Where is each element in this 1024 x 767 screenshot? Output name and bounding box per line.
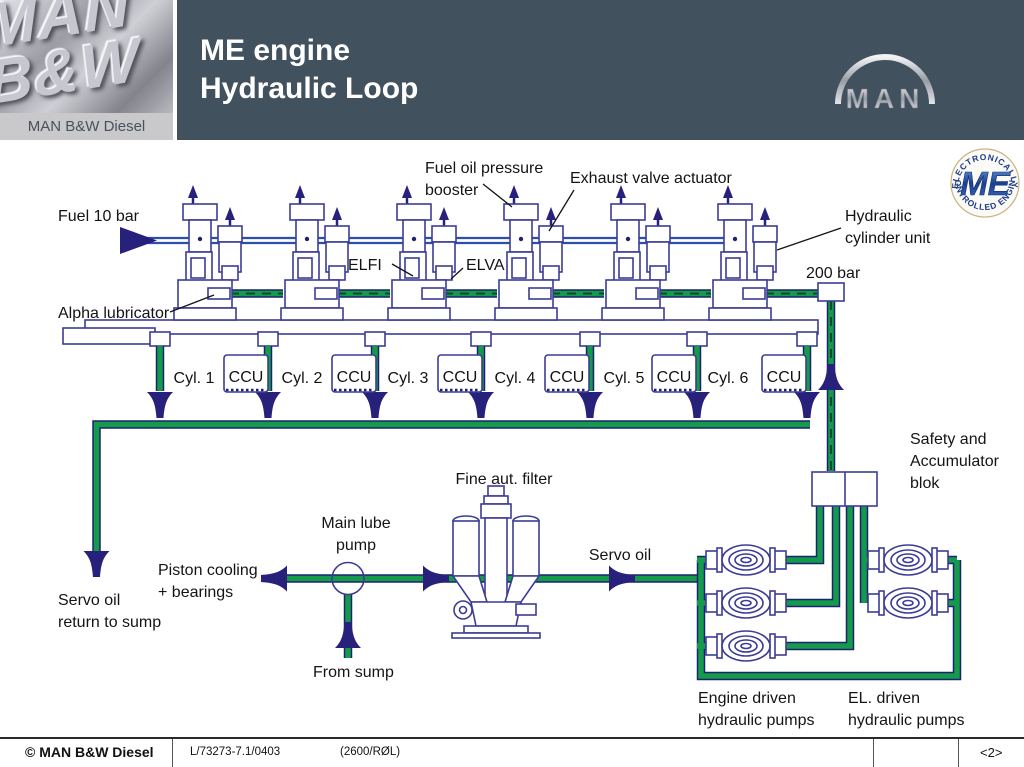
label-cyl-3: Cyl. 3 xyxy=(388,370,429,387)
label-servo-return-2: return to sump xyxy=(58,614,161,631)
el-driven-pump-1 xyxy=(867,544,949,576)
badge-me-text: ME xyxy=(960,165,1010,202)
fine-filter-symbol xyxy=(451,485,541,639)
hydraulic-cylinder-unit-4 xyxy=(493,183,565,322)
footer-doc-id: L/73273-7.1/0403 xyxy=(190,746,281,758)
label-main-lube-2: pump xyxy=(336,537,376,554)
ccu-boxes: CCU CCU CCU CCU CCU CCU xyxy=(223,354,807,393)
label-main-lube-1: Main lube xyxy=(321,515,390,532)
label-booster-2: booster xyxy=(425,182,479,199)
title-line-1: ME engine xyxy=(200,34,351,67)
piston-cooling-arrow xyxy=(261,565,287,592)
label-200-bar: 200 bar xyxy=(806,265,861,282)
diagram-area: CCU CCU CCU CCU CCU CCU Cyl. 1 Cyl. 2 Cy… xyxy=(0,132,1024,737)
label-servo-oil: Servo oil xyxy=(589,547,651,564)
ccu-box-5: CCU xyxy=(651,354,697,393)
fuel-arrow xyxy=(120,227,157,254)
label-cyl-6: Cyl. 6 xyxy=(708,370,749,387)
label-safety-2: Accumulator xyxy=(910,453,1000,470)
pressure-200bar-line xyxy=(230,289,836,471)
main-lube-pump-symbol xyxy=(331,561,365,596)
label-cyl-5: Cyl. 5 xyxy=(604,370,645,387)
label-el-driven-2: hydraulic pumps xyxy=(848,712,965,729)
header-divider xyxy=(173,0,177,140)
label-hcu-1: Hydraulic xyxy=(845,208,912,225)
drop-arrows xyxy=(147,392,820,418)
man-logo-text: MAN xyxy=(846,83,925,114)
label-elfi: ELFI xyxy=(348,257,382,274)
servo-flow-arrow-1 xyxy=(423,565,449,592)
ccu-label-6: CCU xyxy=(767,369,802,386)
footer-page-number: <2> xyxy=(980,745,1003,760)
ccu-box-3: CCU xyxy=(437,354,483,393)
hydraulic-cylinder-unit-3 xyxy=(386,183,458,322)
engine-driven-pump-1 xyxy=(705,544,787,576)
label-piston-cooling-2: + bearings xyxy=(158,584,233,601)
label-from-sump: From sump xyxy=(313,664,394,681)
pipe-elbow-box xyxy=(817,282,845,302)
ccu-label-1: CCU xyxy=(229,369,264,386)
footer-divider-3 xyxy=(958,739,959,767)
el-driven-pump-2 xyxy=(867,587,949,619)
slide-title: ME engine Hydraulic Loop xyxy=(200,32,418,108)
label-hcu-2: cylinder unit xyxy=(845,230,931,247)
footer-ref: (2600/RØL) xyxy=(340,746,401,758)
ccu-box-6: CCU xyxy=(761,354,807,393)
from-sump-arrow xyxy=(335,622,361,648)
hydraulic-cylinder-unit-1 xyxy=(172,183,244,322)
hydraulic-loop-diagram: CCU CCU CCU CCU CCU CCU Cyl. 1 Cyl. 2 Cy… xyxy=(0,132,1020,729)
label-booster-1: Fuel oil pressure xyxy=(425,160,543,177)
label-engine-driven-1: Engine driven xyxy=(698,690,796,707)
label-fuel-10-bar: Fuel 10 bar xyxy=(58,208,140,225)
label-safety-3: blok xyxy=(910,475,940,492)
engine-driven-pump-3 xyxy=(705,630,787,662)
footer-divider-1 xyxy=(172,739,173,767)
label-el-driven-1: EL. driven xyxy=(848,690,920,707)
main-return-line xyxy=(83,420,810,577)
slide-footer: © MAN B&W Diesel L/73273-7.1/0403 (2600/… xyxy=(0,737,1024,767)
logo-caption: MAN B&W Diesel xyxy=(0,113,173,140)
ccu-label-3: CCU xyxy=(443,369,478,386)
label-cyl-4: Cyl. 4 xyxy=(495,370,536,387)
servo-return-arrow xyxy=(83,551,110,577)
man-logo: MAN xyxy=(835,54,935,114)
servo-flow-arrow-2 xyxy=(609,565,635,592)
label-engine-driven-2: hydraulic pumps xyxy=(698,712,815,729)
label-exhaust-valve-actuator: Exhaust valve actuator xyxy=(570,170,733,187)
pointer-lines xyxy=(169,183,842,313)
hydraulic-cylinder-unit-6 xyxy=(707,183,779,322)
footer-divider-2 xyxy=(873,739,874,767)
ccu-box-2: CCU xyxy=(331,354,377,393)
label-elva: ELVA xyxy=(466,257,505,274)
hydraulic-cylinder-unit-5 xyxy=(600,183,672,322)
safety-accumulator-block xyxy=(811,471,878,507)
ccu-box-1: CCU xyxy=(223,354,269,393)
label-servo-return-1: Servo oil xyxy=(58,592,120,609)
engine-driven-pump-2 xyxy=(705,587,787,619)
label-piston-cooling-1: Piston cooling xyxy=(158,562,258,579)
pressure-up-arrow xyxy=(818,364,844,390)
label-cyl-1: Cyl. 1 xyxy=(174,370,215,387)
hydraulic-cylinder-unit-2 xyxy=(279,183,351,322)
ccu-label-4: CCU xyxy=(550,369,585,386)
label-fine-filter: Fine aut. filter xyxy=(456,471,554,488)
man-logo-arc xyxy=(835,54,935,105)
label-alpha-lubricator: Alpha lubricator xyxy=(58,305,170,322)
footer-copyright: © MAN B&W Diesel xyxy=(25,744,154,760)
title-line-2: Hydraulic Loop xyxy=(200,72,419,105)
ccu-label-2: CCU xyxy=(337,369,372,386)
ccu-label-5: CCU xyxy=(657,369,692,386)
engine-rail xyxy=(62,319,819,347)
label-safety-1: Safety and xyxy=(910,431,987,448)
label-cyl-2: Cyl. 2 xyxy=(282,370,323,387)
ccu-box-4: CCU xyxy=(544,354,590,393)
